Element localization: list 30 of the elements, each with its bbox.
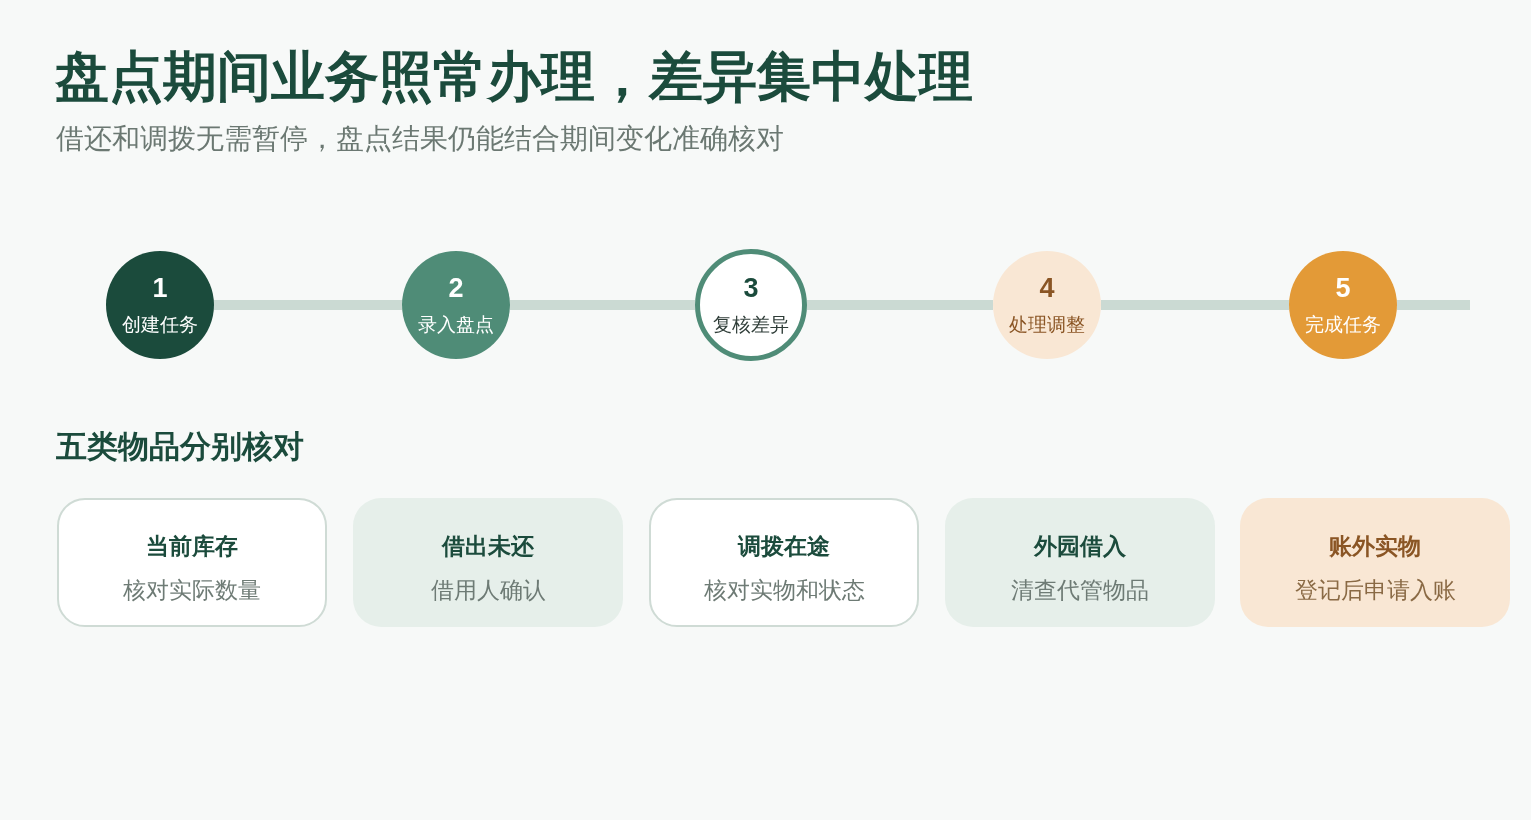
category-card — [1240, 498, 1510, 627]
step-number: 2 — [448, 273, 464, 303]
title: 盘点期间业务照常办理，差异集中处理 — [55, 45, 973, 108]
step-label: 创建任务 — [122, 313, 198, 337]
card-title: 账外实物 — [1329, 531, 1421, 560]
card-text: 核对实物和状态 — [703, 575, 865, 604]
track-line — [807, 300, 993, 310]
card-text: 核对实际数量 — [123, 575, 261, 604]
card-title: 调拨在途 — [738, 531, 830, 560]
step-number: 5 — [1335, 273, 1351, 303]
track-line — [1101, 300, 1289, 310]
card-text: 登记后申请入账 — [1294, 575, 1456, 604]
category-card — [649, 498, 919, 627]
step-number: 4 — [1039, 273, 1055, 303]
subtitle: 借还和调拨无需暂停，盘点结果仍能结合期间变化准确核对 — [56, 122, 784, 156]
track-line — [510, 300, 695, 310]
section-heading: 五类物品分别核对 — [56, 429, 304, 465]
step-number: 3 — [743, 273, 759, 303]
step-label: 录入盘点 — [418, 313, 494, 337]
category-card — [57, 498, 327, 627]
step-label: 完成任务 — [1305, 313, 1381, 337]
card-title: 外园借入 — [1034, 531, 1126, 560]
card-text: 清查代管物品 — [1011, 575, 1149, 604]
track-line — [214, 300, 402, 310]
card-title: 当前库存 — [146, 531, 238, 560]
card-text: 借用人确认 — [430, 575, 546, 604]
card-title: 借出未还 — [442, 531, 534, 560]
step-number: 1 — [152, 273, 168, 303]
step-label: 复核差异 — [713, 313, 789, 337]
step-label: 处理调整 — [1009, 313, 1085, 337]
